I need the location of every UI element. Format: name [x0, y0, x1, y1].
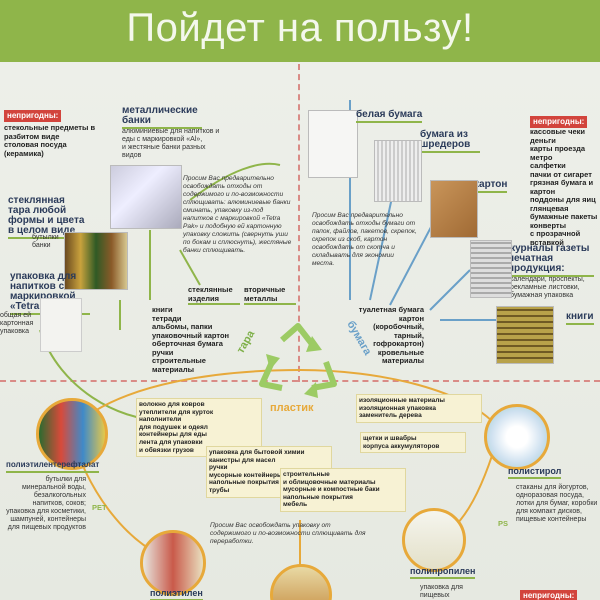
polystyrene-code: PS: [498, 519, 509, 528]
pet-products-box: волокно для ковров утеплители для курток…: [136, 398, 262, 458]
shredded-paper-photo: [374, 140, 422, 202]
polystyrene-photo: [484, 404, 550, 470]
center-plastic-label: пластик: [270, 402, 314, 414]
recycle-symbol-icon: [259, 323, 337, 398]
magazines-photo: [470, 240, 512, 298]
polyethylene-heading: полиэтилен: [150, 588, 203, 600]
poster-title: Пойдет на пользу!: [126, 6, 474, 50]
cans-photo: [110, 165, 182, 229]
right-instruction-note: Просим Вас предварительно освобождать от…: [312, 212, 417, 267]
right-unsuitable-heading: непригодны:: [530, 116, 588, 128]
left-unsuitable-items: стекольные предметы в разбитом виде стол…: [4, 123, 96, 158]
white-paper-heading: белая бумага: [356, 110, 423, 123]
left-unsuitable-heading: непригодны:: [4, 110, 62, 122]
cans-heading: металлические банки: [122, 106, 202, 129]
glass-heading: стеклянная тара любой формы и цвета в це…: [8, 196, 88, 239]
pet-code: PET: [92, 503, 107, 512]
shredded-heading: бумага из шредеров: [420, 130, 480, 153]
polypropylene-description: упаковка для пищевых: [420, 584, 463, 599]
metal-products-label: вторичные металлы: [244, 285, 296, 305]
paper-recycled-products: туалетная бумага картон (коробочный, тар…: [358, 305, 424, 365]
books-heading: книги: [566, 312, 594, 325]
tetra-description: общая ей картонная упаковка: [0, 312, 34, 335]
pet-bottles-photo: [36, 398, 108, 470]
pet-description: бутылки для минеральной воды, безалкогол…: [6, 476, 86, 531]
white-paper-photo: [308, 110, 358, 178]
poster-header: Пойдет на пользу!: [0, 0, 600, 62]
polystyrene-description: стаканы для йогуртов, одноразовая посуда…: [516, 484, 598, 523]
glass-description: бутылки банки: [32, 234, 59, 249]
cans-description: алюминиевые для напитков и еды с маркиро…: [122, 128, 220, 159]
center-products-box-2: строительные и облицовочные материалы му…: [280, 468, 406, 512]
cardboard-photo: [430, 180, 478, 238]
cardboard-heading: картон: [474, 180, 508, 193]
magazines-heading: журналы газеты печатная продукция:: [508, 244, 594, 277]
left-instruction-note: Просим Вас предварительно освобождать от…: [183, 175, 292, 254]
ps-products-box: изоляционные материалы изоляционная упак…: [356, 394, 482, 423]
polystyrene-heading: полистирол: [508, 466, 562, 479]
paper-products-label: книги тетради альбомы, папки упаковочный…: [152, 305, 230, 374]
tetra-carton-photo: [40, 298, 82, 352]
bottom-instruction-note: Просим Вас освобождать упаковку от содер…: [210, 522, 366, 545]
bottom-unsuitable-heading: непригодны:: [520, 590, 578, 600]
divider-horizontal: [0, 380, 600, 382]
books-photo: [496, 306, 554, 364]
magazines-description: календари, проспекты, рекламные листовки…: [510, 276, 585, 299]
pet-heading: полиэтилентерефталат: [6, 460, 100, 473]
glass-bottles-photo: [64, 232, 128, 290]
polypropylene-photo: [402, 508, 466, 572]
divider-vertical: [298, 64, 300, 382]
polypropylene-heading: полипропилен: [410, 566, 476, 579]
right-unsuitable-items: кассовые чеки деньги карты проезда метро…: [530, 127, 598, 247]
glass-products-label: стеклянные изделия: [188, 285, 240, 305]
pp-products-box: щетки и швабры корпуса аккумуляторов: [360, 432, 466, 454]
polyethylene-photo: [140, 530, 206, 596]
